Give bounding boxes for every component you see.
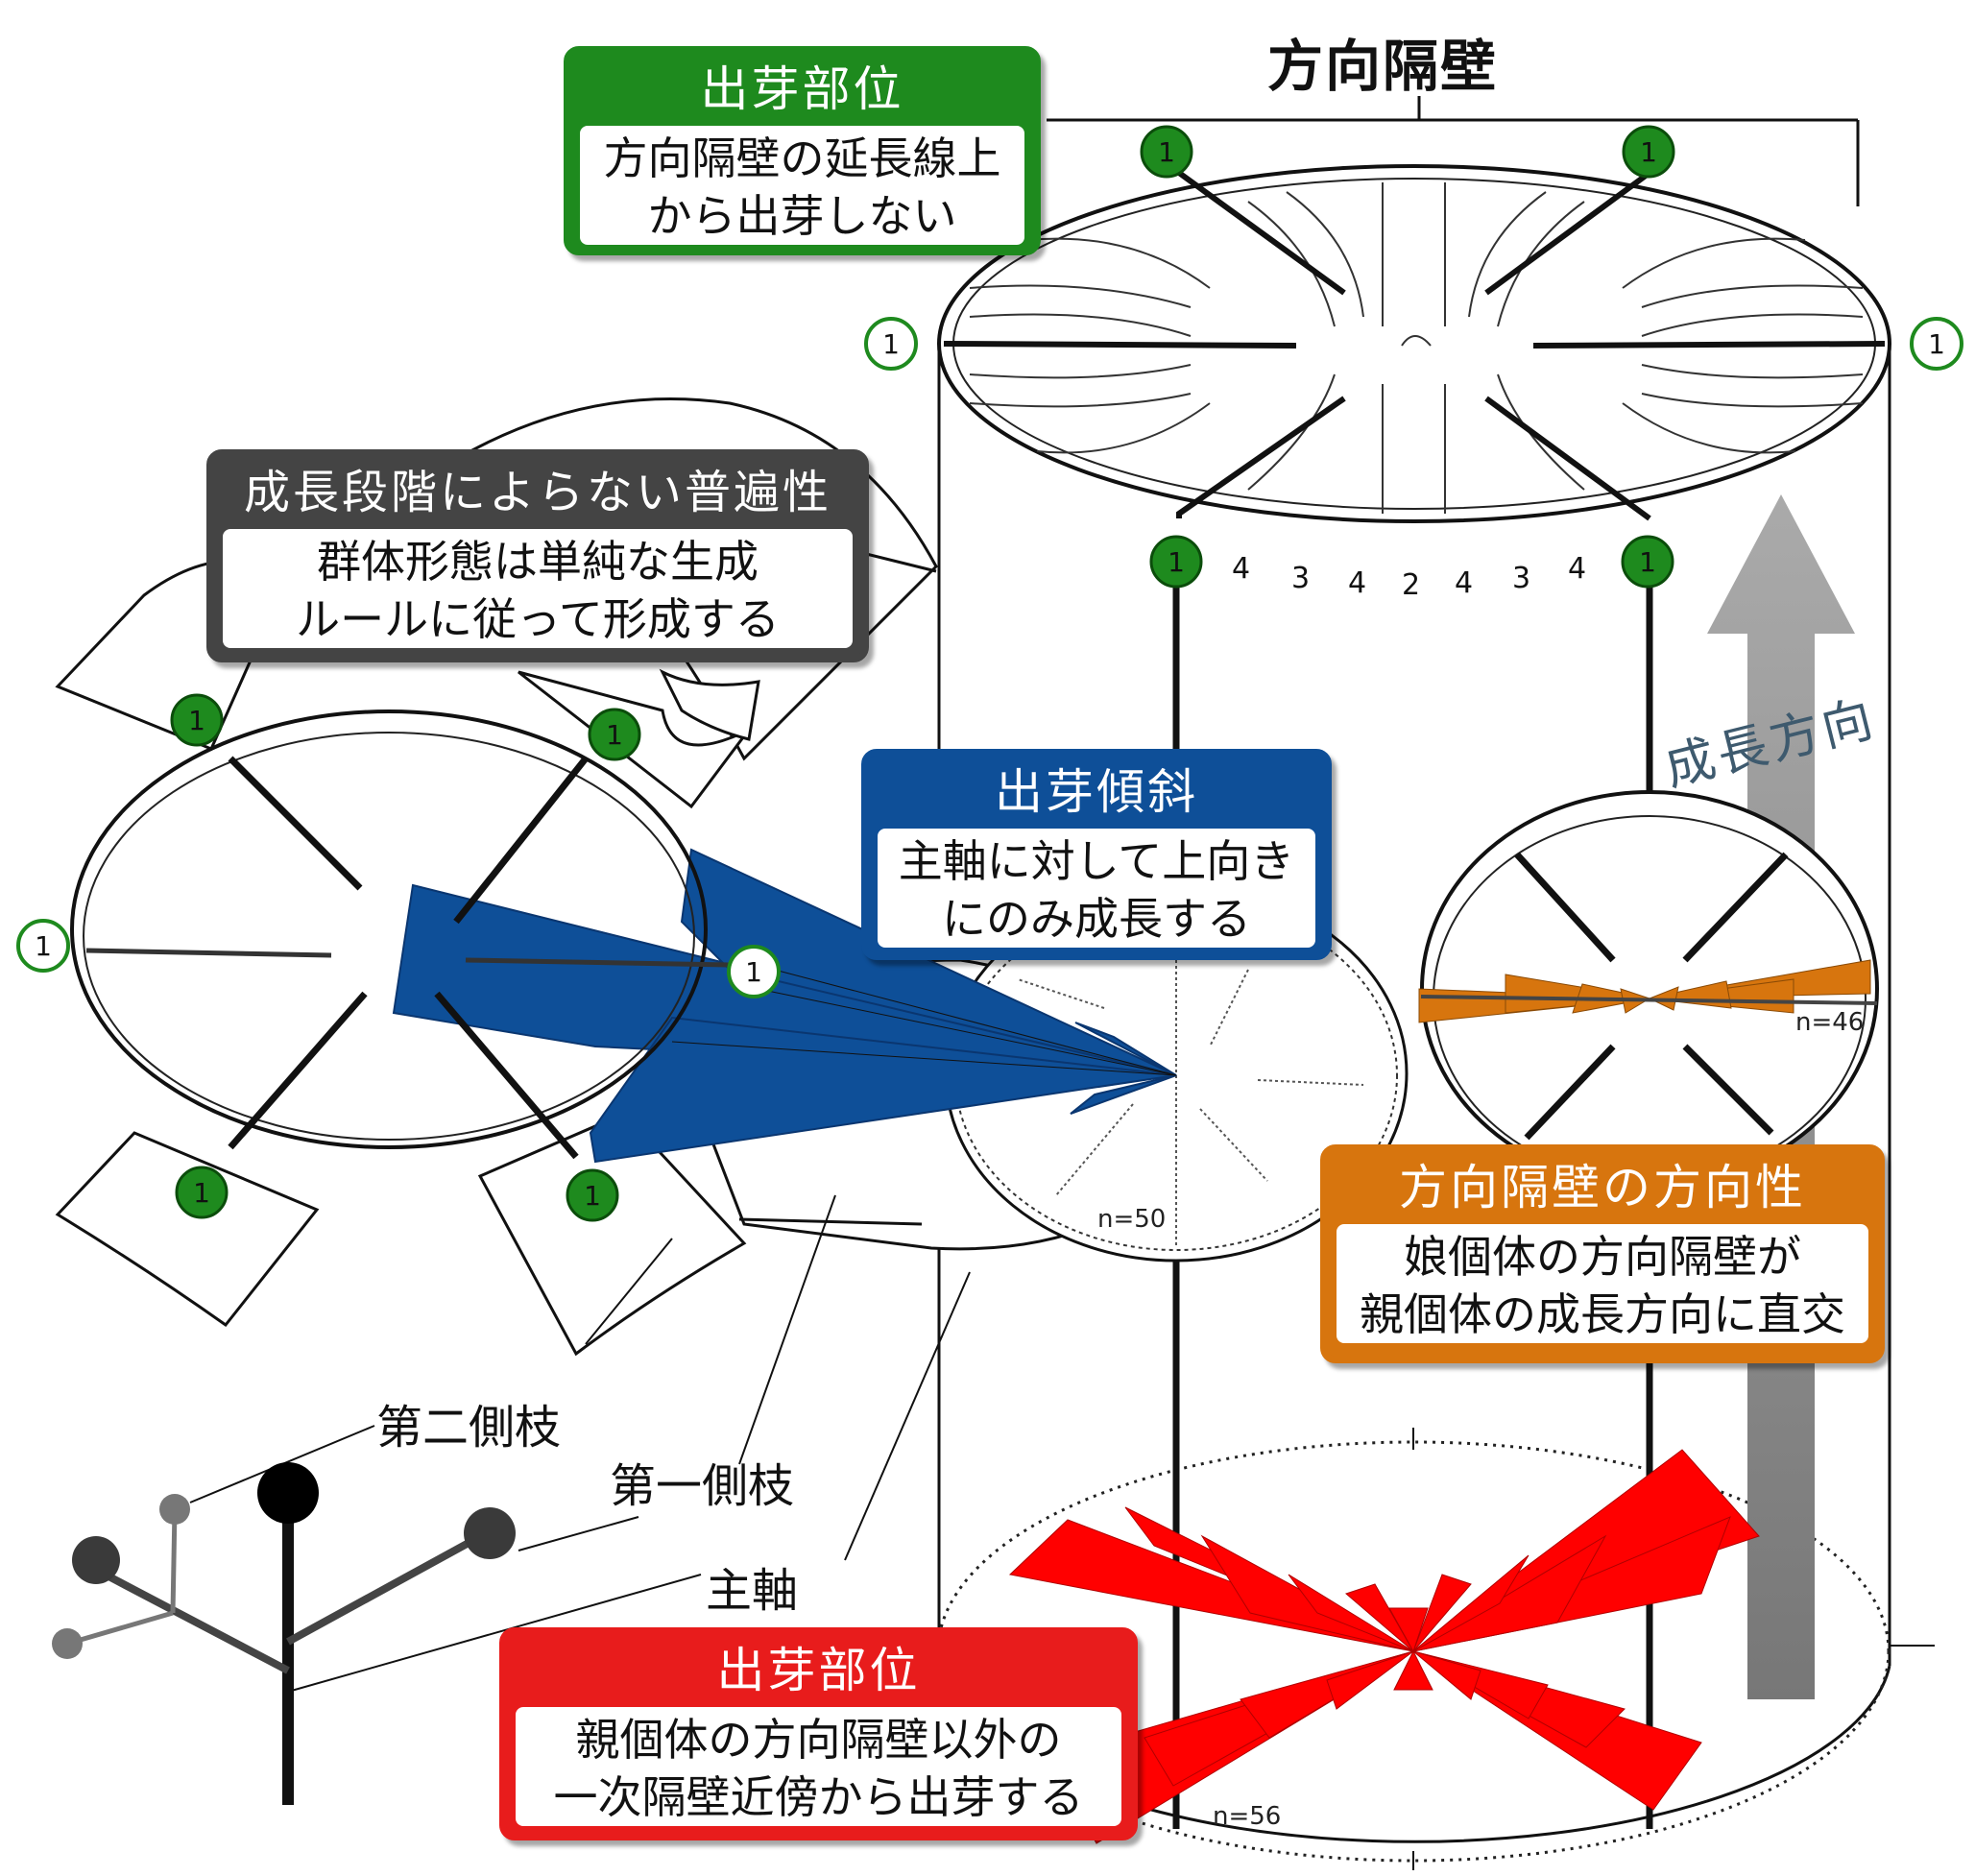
- n-label-tilt: n=50: [1097, 1205, 1167, 1234]
- box-heading: 出芽部位: [700, 61, 904, 117]
- bud-site-bottom-box: 出芽部位 親個体の方向隔壁以外の 一次隔壁近傍から出芽する: [499, 1627, 1138, 1840]
- svg-text:1: 1: [1168, 546, 1185, 578]
- title-bracket: [1047, 96, 1860, 206]
- box-line: 主軸に対して上向き: [898, 835, 1295, 887]
- marker-filled: 1: [1622, 125, 1675, 179]
- svg-text:1: 1: [1928, 328, 1945, 360]
- title: 方向隔壁: [1267, 34, 1499, 99]
- box-line: にのみ成長する: [942, 893, 1251, 945]
- svg-text:1: 1: [193, 1177, 210, 1209]
- box-body: 群体形態は単純な生成 ルールに従って形成する: [223, 529, 853, 648]
- box-body: 娘個体の方向隔壁が 親個体の成長方向に直交: [1337, 1224, 1868, 1343]
- box-body: 方向隔壁の延長線上 から出芽しない: [580, 126, 1024, 245]
- marker-filled: 1: [1140, 125, 1193, 179]
- box-heading: 出芽傾斜: [995, 764, 1198, 820]
- box-line: 親個体の成長方向に直交: [1360, 1288, 1845, 1340]
- box-body: 主軸に対して上向き にのみ成長する: [878, 829, 1315, 948]
- marker-filled: 1: [1149, 535, 1203, 589]
- septa-orientation-box: 方向隔壁の方向性 娘個体の方向隔壁が 親個体の成長方向に直交: [1320, 1144, 1885, 1363]
- svg-text:1: 1: [1640, 136, 1657, 168]
- second-lateral-label: 第二側枝: [376, 1401, 562, 1455]
- septum-number: 4: [1568, 552, 1587, 586]
- box-line: 娘個体の方向隔壁が: [1404, 1231, 1801, 1283]
- universality-box: 成長段階によらない普遍性 群体形態は単純な生成 ルールに従って形成する: [206, 449, 869, 662]
- marker-outline: 1: [864, 317, 918, 371]
- box-line: から出芽しない: [647, 190, 957, 242]
- svg-text:1: 1: [882, 328, 900, 360]
- marker-outline: 1: [1910, 317, 1963, 371]
- box-line: ルールに従って形成する: [296, 593, 780, 645]
- box-heading: 方向隔壁の方向性: [1399, 1160, 1806, 1215]
- box-line: 方向隔壁の延長線上: [603, 132, 1001, 184]
- marker-filled: 1: [566, 1168, 619, 1222]
- marker-filled: 1: [588, 708, 641, 761]
- septum-number: 3: [1291, 562, 1311, 595]
- first-lateral-label: 第一側枝: [610, 1459, 795, 1513]
- bud-site-rose: [1008, 1449, 1760, 1844]
- svg-text:1: 1: [1639, 546, 1656, 578]
- marker-group: 1 1 1 1 1 1 1 1 1 1 1 1: [16, 125, 1963, 1222]
- box-body: 親個体の方向隔壁以外の 一次隔壁近傍から出芽する: [516, 1707, 1121, 1826]
- tilt-section: [944, 884, 1409, 1263]
- n-label-orientation: n=46: [1795, 1008, 1865, 1037]
- marker-outline: 1: [727, 945, 781, 998]
- box-line: 一次隔壁近傍から出芽する: [553, 1771, 1084, 1823]
- septum-number: 4: [1348, 566, 1367, 600]
- top-corallite: [937, 164, 1891, 523]
- orientation-corallite: [1418, 790, 1879, 1188]
- marker-filled: 1: [1621, 535, 1674, 589]
- main-axis-label: 主軸: [706, 1564, 799, 1618]
- svg-text:1: 1: [188, 705, 205, 736]
- septum-number: 2: [1402, 568, 1421, 602]
- marker-outline: 1: [16, 919, 70, 973]
- septum-number: 4: [1232, 552, 1251, 586]
- septum-number: 4: [1455, 566, 1474, 600]
- box-line: 群体形態は単純な生成: [317, 536, 759, 588]
- tilt-rays: [671, 962, 1177, 1076]
- box-heading: 成長段階によらない普遍性: [243, 466, 831, 519]
- branch-schematic: [52, 1462, 516, 1805]
- svg-text:1: 1: [584, 1180, 601, 1212]
- bud-tilt-box: 出芽傾斜 主軸に対して上向き にのみ成長する: [861, 749, 1332, 960]
- n-label-bud-site: n=56: [1213, 1802, 1282, 1831]
- bud-tilt-fan: [392, 848, 1177, 1164]
- septum-number: 3: [1512, 562, 1531, 595]
- box-line: 親個体の方向隔壁以外の: [575, 1714, 1062, 1766]
- svg-text:1: 1: [745, 956, 762, 988]
- svg-text:1: 1: [606, 719, 623, 751]
- box-heading: 出芽部位: [716, 1643, 921, 1698]
- left-corallite: [70, 710, 731, 1160]
- marker-filled: 1: [175, 1166, 229, 1219]
- marker-filled: 1: [170, 693, 224, 747]
- svg-text:1: 1: [1158, 136, 1175, 168]
- bud-site-top-box: 出芽部位 方向隔壁の延長線上 から出芽しない: [564, 46, 1041, 255]
- svg-text:1: 1: [35, 930, 52, 962]
